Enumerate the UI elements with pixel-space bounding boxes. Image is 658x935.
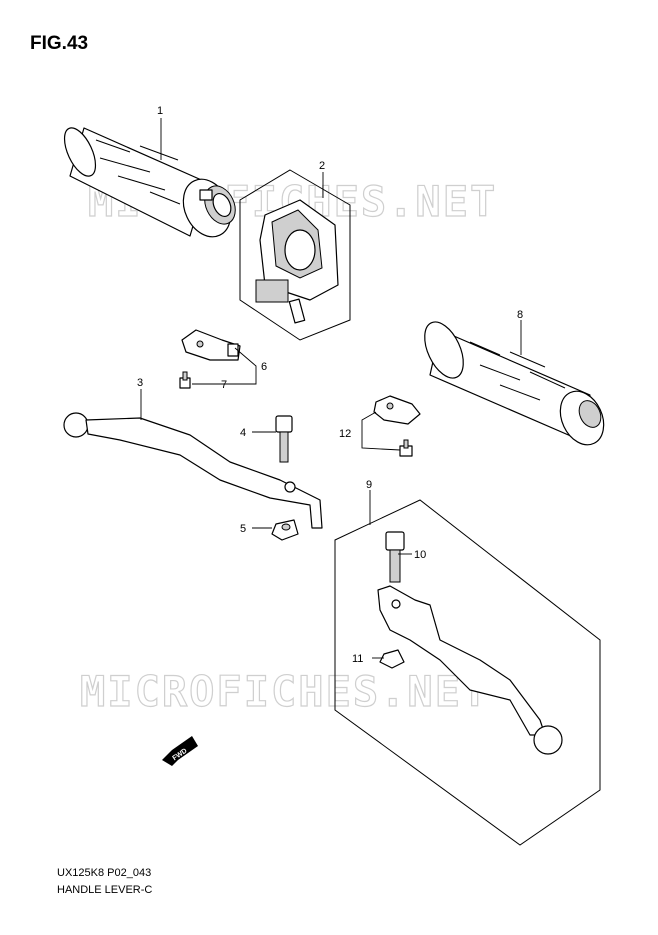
figure-name: HANDLE LEVER-C	[57, 884, 153, 896]
part-7-screw	[179, 371, 191, 389]
watermark-bottom: MICROFICHES.NET	[80, 667, 489, 716]
part-9-brake-lever-group	[334, 499, 601, 846]
callout-7: 7	[221, 379, 227, 391]
callout-3: 3	[137, 377, 143, 389]
part-4-bolt	[275, 415, 293, 463]
part-1-throttle-grip	[63, 127, 236, 238]
callouts: 1 2 3 4 5 6 7 8 9 10 11 12	[137, 105, 523, 665]
callout-8: 8	[517, 309, 523, 321]
callout-11: 11	[352, 653, 363, 665]
leader-lines	[140, 118, 522, 659]
part-12-bracket	[373, 395, 421, 457]
part-2-housing	[239, 169, 351, 341]
callout-6: 6	[261, 361, 267, 373]
callout-9: 9	[366, 479, 372, 491]
callout-5: 5	[240, 523, 246, 535]
part-8-left-grip	[424, 321, 605, 446]
callout-10: 10	[414, 549, 426, 561]
figure-code: UX125K8 P02_043	[57, 867, 152, 879]
callout-2: 2	[319, 160, 325, 172]
part-5-nut	[271, 519, 299, 541]
figure-title: FIG.43	[30, 33, 89, 54]
callout-12: 12	[339, 428, 351, 440]
callout-4: 4	[240, 427, 246, 439]
part-3-lever	[63, 412, 323, 529]
fwd-arrow-icon: FWD	[162, 736, 198, 766]
part-6-bracket	[181, 329, 241, 361]
callout-1: 1	[157, 105, 163, 117]
